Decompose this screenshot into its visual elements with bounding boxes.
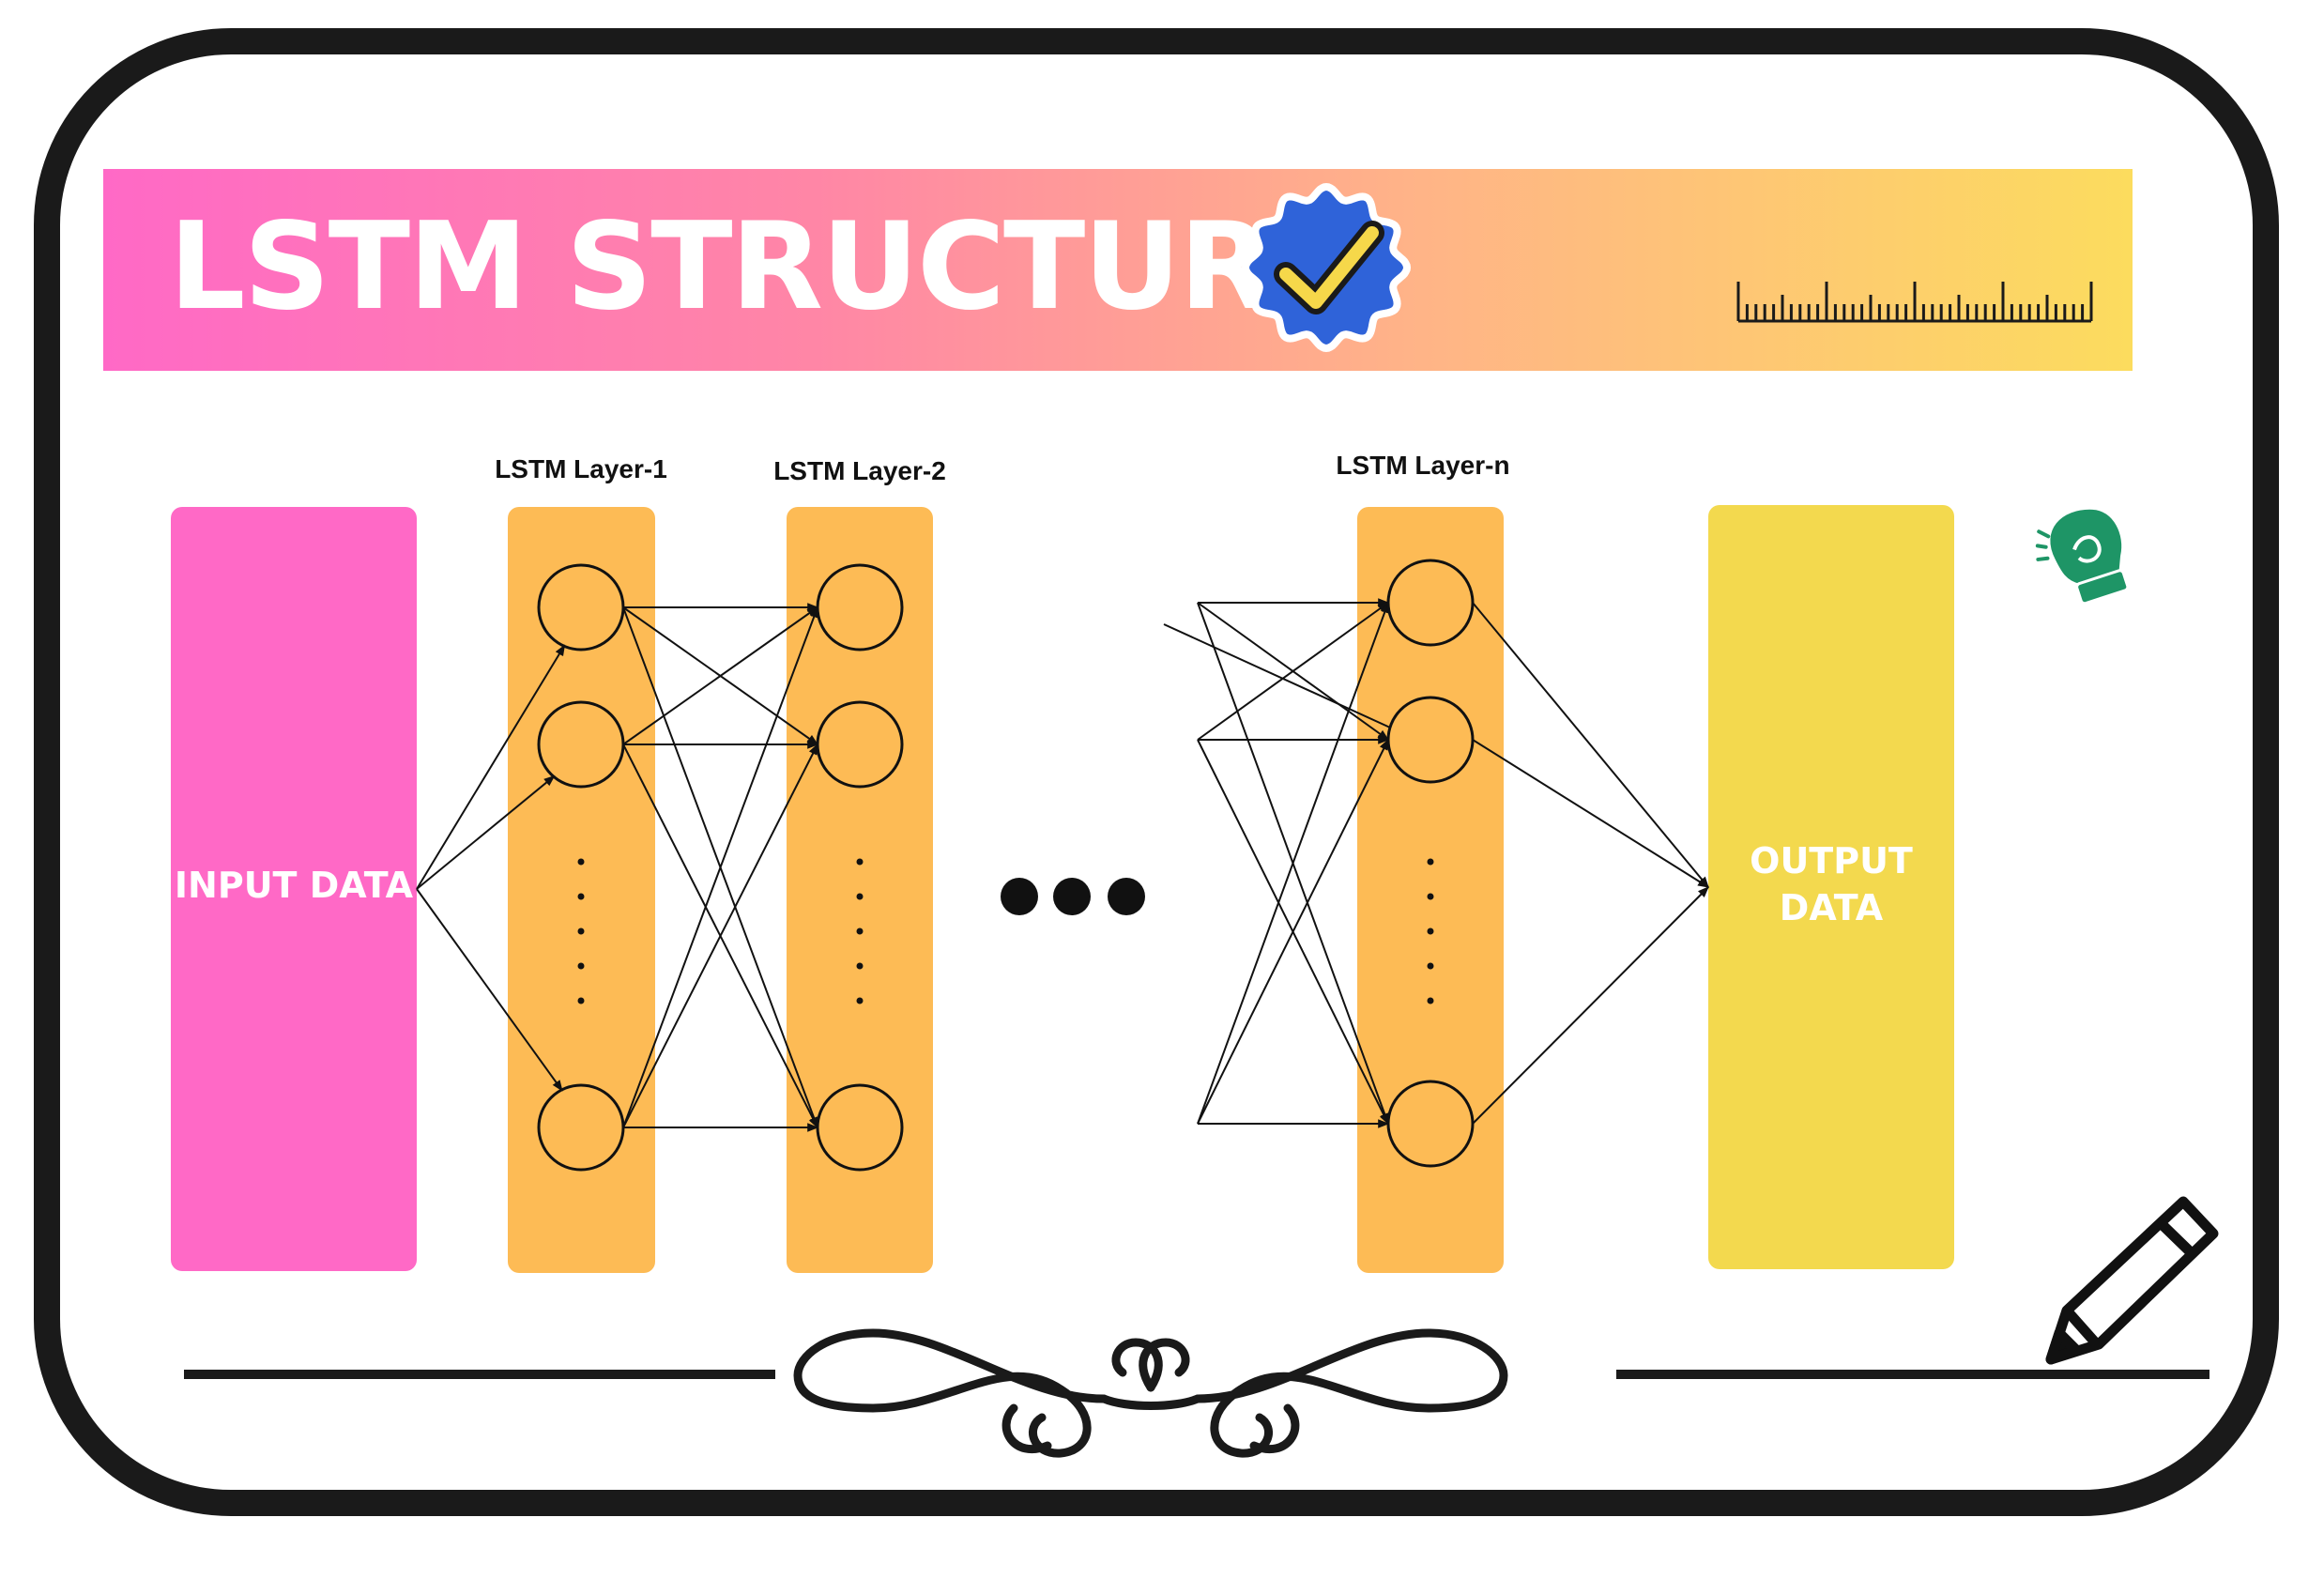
lstm-node (537, 700, 625, 789)
page-title: LSTM STRUCTURE (169, 197, 1352, 337)
ellipsis-dot (1427, 858, 1434, 866)
layer-column-2 (787, 507, 933, 1273)
connection-line (1197, 602, 1389, 741)
ellipsis-dot (856, 893, 864, 900)
lstm-node (537, 563, 625, 652)
connection-line (1472, 602, 1709, 888)
input-data-block (171, 507, 417, 1271)
lstm-node (816, 1083, 904, 1172)
connection-line (622, 606, 818, 745)
ellipsis-dot (856, 997, 864, 1004)
connection-lines (416, 598, 1710, 1132)
title-banner (103, 169, 2133, 371)
ellipsis-dot (1427, 962, 1434, 970)
connection-line (416, 644, 566, 890)
input-data-label: INPUT DATA (174, 865, 414, 906)
connection-line (416, 888, 563, 1092)
ruler-icon (1736, 282, 2093, 323)
ellipsis-dot (1427, 893, 1434, 900)
layer-label-2: LSTM Layer-2 (773, 456, 946, 485)
lstm-nodes (537, 559, 1475, 1172)
pencil-icon (2045, 1196, 2219, 1365)
layer-label-n: LSTM Layer-n (1336, 451, 1510, 480)
ellipsis-dot (577, 893, 585, 900)
lstm-node (1386, 559, 1475, 647)
connection-line (622, 743, 818, 1128)
vertical-ellipsis (577, 858, 1434, 1004)
connection-line (416, 774, 556, 890)
connection-line (1197, 738, 1389, 1125)
layer-column-1 (508, 507, 655, 1273)
ellipsis-dot (856, 962, 864, 970)
layer-label-1: LSTM Layer-1 (495, 454, 667, 483)
connection-line (1163, 623, 1391, 728)
ellipsis-dot (856, 858, 864, 866)
ellipsis-dot (856, 927, 864, 935)
lstm-node (1386, 1080, 1475, 1168)
output-data-label-line1: OUTPUT (1750, 840, 1913, 881)
ornament-divider-icon (793, 1328, 1508, 1458)
lstm-node (816, 700, 904, 789)
connection-line (1472, 886, 1709, 1125)
lstm-node (537, 1083, 625, 1172)
lstm-node (816, 563, 904, 652)
ellipsis-dot (577, 858, 585, 866)
lstm-node (1386, 696, 1475, 784)
verified-badge-icon (1241, 182, 1412, 353)
ellipsis-dot (577, 927, 585, 935)
connection-line (1197, 601, 1389, 1125)
ellipsis-dot (1427, 927, 1434, 935)
ellipsis-dot (577, 962, 585, 970)
boxing-glove-icon (2035, 506, 2130, 606)
more-layers-ellipsis (1001, 878, 1145, 915)
ellipsis-dot (1427, 997, 1434, 1004)
output-data-label-line2: DATA (1779, 887, 1884, 928)
layer-column-n (1357, 507, 1504, 1273)
connection-line (1472, 739, 1710, 888)
output-data-block (1708, 505, 1954, 1269)
ellipsis-dot (577, 997, 585, 1004)
connection-line (622, 606, 818, 1128)
